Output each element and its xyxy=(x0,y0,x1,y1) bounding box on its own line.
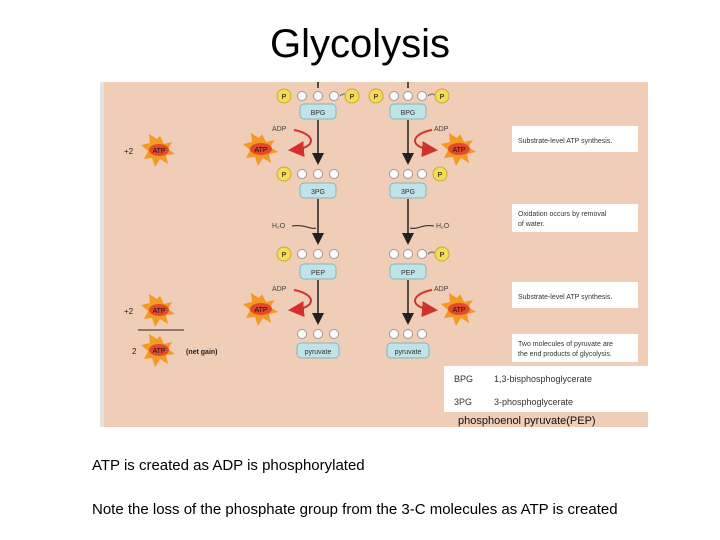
atp-star-right-1: ATP xyxy=(441,133,476,166)
svg-text:ATP: ATP xyxy=(152,348,165,355)
molecule-box-bpg-left xyxy=(299,103,337,120)
svg-text:ATP: ATP xyxy=(254,147,267,154)
molecule-label-bpg-left: BPG xyxy=(311,110,326,117)
note-text-2b: of water. xyxy=(518,221,545,228)
legend-abbr-2: 3PG xyxy=(454,397,472,407)
atp-star-right-2: ATP xyxy=(441,293,476,326)
molecule-box-pep-left xyxy=(299,263,337,280)
molecule-box-pyruvate-left xyxy=(296,342,340,359)
adp-label: ADP xyxy=(272,286,287,293)
svg-text:ATP: ATP xyxy=(152,148,165,155)
svg-text:ATP: ATP xyxy=(152,308,165,315)
molecule-box-pep-right xyxy=(389,263,427,280)
phosphate-label: P xyxy=(440,252,445,259)
slide-title: Glycolysis xyxy=(269,22,451,66)
legend-name-2: 3-phosphoglycerate xyxy=(494,397,573,407)
glycolysis-figure: P P BPG ADP ATP P 3PG H₂O P PEP ADP ATP xyxy=(100,82,648,427)
note-text-3: Substrate-level ATP synthesis. xyxy=(518,294,612,301)
net-gain-label: (net gain) xyxy=(186,349,218,356)
legend-name-1: 1,3-bisphosphoglycerate xyxy=(494,374,592,384)
phosphate-label: P xyxy=(282,94,287,101)
molecule-label-pyruvate-left: pyruvate xyxy=(305,349,332,356)
note-box-4 xyxy=(512,334,638,362)
legend-box xyxy=(444,366,648,412)
water-label: H₂O xyxy=(436,223,450,230)
molecule-box-3pg-right xyxy=(389,182,427,199)
svg-text:ATP: ATP xyxy=(254,307,267,314)
two-label: 2 xyxy=(132,347,137,356)
note-text-4b: the end products of glycolysis. xyxy=(518,351,612,358)
atp-star-tally-net: ATP xyxy=(141,334,175,367)
note-text-4a: Two molecules of pyruvate are xyxy=(518,341,613,348)
caption-atp-created: ATP is created as ADP is phosphorylated xyxy=(92,457,365,474)
caption-phosphate-loss: Note the loss of the phosphate group fro… xyxy=(92,501,618,518)
note-box-2 xyxy=(512,204,638,232)
legend-abbr-1: BPG xyxy=(454,374,473,384)
phosphate-label: P xyxy=(350,94,355,101)
molecule-box-3pg-left xyxy=(299,182,337,199)
phosphate-label: P xyxy=(374,94,379,101)
plus-two-label: +2 xyxy=(124,147,134,156)
molecule-label-bpg-right: BPG xyxy=(401,110,416,117)
note-text-1: Substrate-level ATP synthesis. xyxy=(518,138,612,145)
molecule-label-3pg-right: 3PG xyxy=(401,189,415,196)
atp-star-tally-2: ATP xyxy=(141,294,175,327)
legend-pep-label: phosphoenol pyruvate(PEP) xyxy=(458,415,596,427)
atp-star-left-1: ATP xyxy=(243,133,278,166)
adp-label: ADP xyxy=(272,126,287,133)
svg-text:ATP: ATP xyxy=(452,307,465,314)
legend-pep-band xyxy=(444,412,648,427)
note-text-2a: Oxidation occurs by removal xyxy=(518,211,607,218)
note-box-1 xyxy=(512,126,638,152)
molecule-box-bpg-right xyxy=(389,103,427,120)
glycolysis-diagram: P P BPG ADP ATP P 3PG H₂O P PEP ADP ATP xyxy=(124,82,648,427)
adp-label: ADP xyxy=(434,286,449,293)
molecule-box-pyruvate-right xyxy=(386,342,430,359)
phosphate-label: P xyxy=(282,172,287,179)
water-label: H₂O xyxy=(272,223,286,230)
molecule-label-3pg-left: 3PG xyxy=(311,189,325,196)
molecule-label-pep-left: PEP xyxy=(311,270,325,277)
plus-two-label: +2 xyxy=(124,307,134,316)
atp-star-left-2: ATP xyxy=(243,293,278,326)
phosphate-label: P xyxy=(438,172,443,179)
adp-label: ADP xyxy=(434,126,449,133)
svg-text:ATP: ATP xyxy=(452,147,465,154)
molecule-label-pyruvate-right: pyruvate xyxy=(395,349,422,356)
atp-star-tally-1: ATP xyxy=(141,134,175,167)
phosphate-label: P xyxy=(440,94,445,101)
molecule-label-pep-right: PEP xyxy=(401,270,415,277)
phosphate-label: P xyxy=(282,252,287,259)
left-bpg-phosphates: P P xyxy=(276,88,360,104)
note-box-3 xyxy=(512,282,638,308)
